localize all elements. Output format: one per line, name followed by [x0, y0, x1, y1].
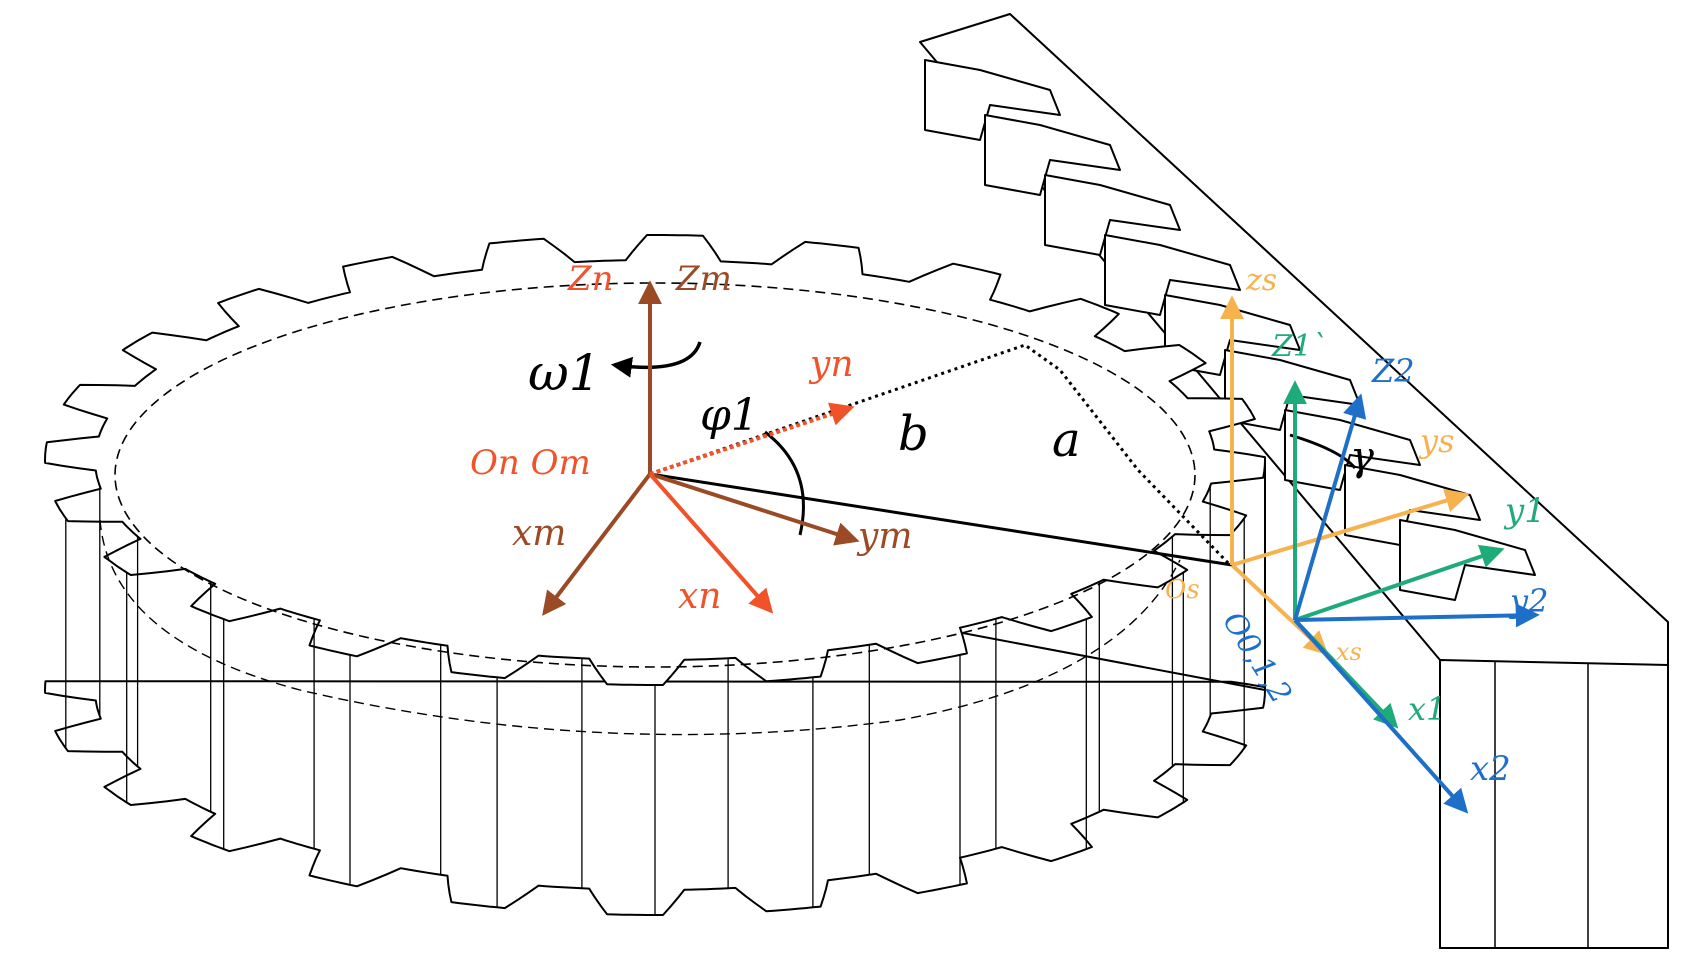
label-os: Os [1165, 575, 1200, 605]
xm-axis [542, 472, 652, 616]
gear [44, 234, 1266, 916]
geometry [610, 341, 1357, 567]
label-y2: y2 [1508, 582, 1548, 620]
omega-rotation-arrow [610, 341, 702, 378]
label-zm: Zm [675, 259, 732, 299]
rack-end-block [1439, 659, 1669, 949]
rack-teeth [924, 59, 1536, 601]
label-zn: Zn [567, 259, 614, 299]
label-yn: yn [808, 344, 854, 385]
label-xm: xm [512, 513, 566, 554]
pitch-circle-lower [99, 519, 1181, 736]
label-phi1: φ1 [700, 390, 759, 441]
rack-top-edge [1009, 13, 1669, 623]
label-ym: ym [856, 516, 912, 557]
yn-axis [649, 402, 855, 476]
phi-arc [764, 430, 805, 536]
ys-axis [1231, 489, 1470, 567]
label-b: b [898, 406, 929, 462]
gamma-arc [1289, 433, 1357, 469]
label-x1: x1 [1408, 690, 1446, 728]
pitch-circle [114, 282, 1196, 668]
label-gamma: γ [1350, 434, 1374, 480]
rack-axes [1220, 295, 1540, 814]
label-zs: zs [1245, 263, 1277, 298]
label-y1: y1 [1503, 491, 1546, 531]
x2-axis [1293, 618, 1469, 814]
rack-tooth [1104, 234, 1241, 316]
center-distance-line [649, 472, 1233, 567]
gear-top-face [44, 234, 1266, 686]
dotted-b-a-path [649, 343, 1232, 567]
label-xn: xn [678, 576, 722, 617]
ym-axis [649, 472, 860, 546]
label-xs: xs [1336, 638, 1362, 666]
label-ys: ys [1418, 422, 1455, 460]
label-z2: Z2 [1371, 352, 1415, 390]
label-omega1: ω1 [528, 344, 601, 402]
y2-axis [1294, 603, 1540, 628]
label-on-om: On Om [470, 443, 591, 483]
gear-axes [542, 280, 860, 616]
rack-tooth [984, 114, 1121, 196]
y1-axis [1294, 544, 1505, 622]
label-z1p: Z1` [1271, 329, 1327, 364]
z2-axis [1293, 393, 1367, 621]
xn-axis [648, 472, 774, 614]
rack-tooth [1344, 464, 1481, 546]
rack-tooth [924, 59, 1061, 141]
label-x2: x2 [1470, 749, 1511, 789]
rack-tooth [1044, 174, 1181, 256]
label-a: a [1052, 412, 1081, 468]
